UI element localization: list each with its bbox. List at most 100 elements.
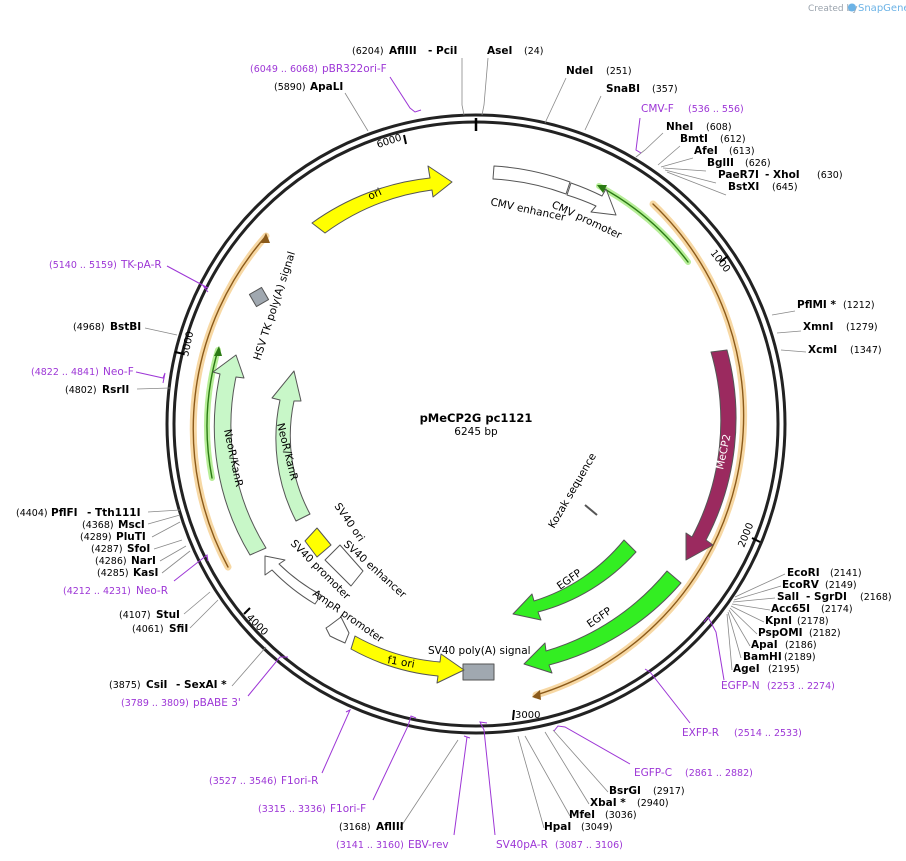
enz-name-sali: SalI bbox=[777, 591, 799, 603]
feature-egfp-1 bbox=[512, 539, 637, 621]
feature-ori bbox=[311, 165, 453, 234]
leader-xbai bbox=[544, 731, 590, 805]
map-size: 6245 bp bbox=[454, 426, 498, 438]
pr-name-ebv-rev: EBV-rev bbox=[408, 839, 449, 851]
enz-name-csii: CsiI bbox=[146, 679, 167, 691]
leader-ecori bbox=[734, 573, 786, 598]
orf-arrowheads bbox=[214, 185, 607, 700]
enz-pos-pspomi: (2182) bbox=[809, 628, 841, 639]
enz-pos-bstxi: (645) bbox=[772, 182, 798, 193]
leader-pflmi bbox=[771, 310, 796, 316]
pr-pos-f1ori-r: (3527 .. 3546) bbox=[209, 776, 277, 787]
enz-name-nari: NarI bbox=[131, 555, 156, 567]
label-f1-ori: f1 ori bbox=[386, 654, 415, 671]
tick-mark-5000 bbox=[174, 351, 185, 355]
enz-name-nhei: NheI bbox=[666, 121, 693, 133]
pr-pos-egfp-n: (2253 .. 2274) bbox=[767, 681, 835, 692]
credit-brand: SnapGene bbox=[858, 3, 906, 14]
leader-asei bbox=[481, 57, 489, 116]
enz-pos-agei: (2195) bbox=[768, 664, 800, 675]
pr-pos-exfp-r: (2514 .. 2533) bbox=[734, 728, 802, 739]
tick-mark-3000 bbox=[512, 709, 515, 721]
enz-pos-stui: (4107) bbox=[119, 610, 151, 621]
enz-name-mfei: MfeI bbox=[569, 809, 595, 821]
enz-name-agei: AgeI bbox=[733, 663, 760, 675]
leader-f1ori-r bbox=[321, 708, 352, 774]
leader-nari bbox=[159, 545, 187, 562]
enz-name-acc65i: Acc65I bbox=[771, 603, 810, 615]
orf-arc-1-line bbox=[535, 203, 745, 696]
leader-hpai bbox=[517, 735, 545, 829]
leader-ecorv bbox=[733, 585, 782, 601]
enz-pos-ndei: (251) bbox=[606, 66, 632, 77]
tick-mark-6000 bbox=[403, 134, 407, 145]
enz-name-xmni: XmnI bbox=[803, 321, 833, 333]
leader-xmni bbox=[776, 330, 802, 334]
feature-kozak bbox=[584, 504, 598, 516]
leader-pbr322ori-f bbox=[389, 76, 422, 113]
enz-name-stui: StuI bbox=[156, 609, 180, 621]
enz-pos-msci: (4368) bbox=[82, 520, 114, 531]
enz-pos-asei: (24) bbox=[524, 46, 544, 57]
leader-acc65i bbox=[731, 603, 771, 611]
leader-sv40pa-r bbox=[479, 721, 496, 836]
enz-extra-tth111i: - Tth111I bbox=[87, 507, 141, 519]
snapgene-logo-icon bbox=[848, 3, 856, 12]
leader-kasi bbox=[161, 550, 191, 574]
tick-mark-4000 bbox=[243, 607, 251, 615]
credit-prefix: Created by bbox=[808, 4, 858, 14]
enz-name-ecorv: EcoRV bbox=[782, 579, 820, 591]
credit: Created by SnapGene bbox=[808, 3, 906, 14]
leader-sfoi bbox=[153, 539, 183, 550]
leader-exfp-r bbox=[644, 668, 691, 724]
pr-pos-sv40pa-r: (3087 .. 3106) bbox=[555, 840, 623, 851]
leader-neo-f bbox=[135, 371, 166, 384]
orf-arrowhead-2 bbox=[261, 233, 270, 243]
enz-pos-sfoi: (4287) bbox=[91, 544, 123, 555]
tick-mark-2000 bbox=[751, 537, 761, 543]
enz-name-snabi: SnaBI bbox=[606, 83, 640, 95]
enz-name-ndei: NdeI bbox=[566, 65, 593, 77]
pr-pos-ebv-rev: (3141 .. 3160) bbox=[336, 840, 404, 851]
enz-pos-bsrgi: (2917) bbox=[653, 786, 685, 797]
feature-sv40-ori bbox=[304, 527, 332, 558]
pr-name-egfp-c: EGFP-C bbox=[634, 767, 672, 779]
enz-pos-kpni: (2178) bbox=[797, 616, 829, 627]
leader-bmti bbox=[657, 145, 681, 166]
leader-cmv-f bbox=[635, 117, 642, 154]
leader-afei bbox=[660, 157, 694, 168]
leader-xcmi bbox=[780, 349, 807, 353]
enz-pos-xbai: (2940) bbox=[637, 798, 669, 809]
leader-egfp-n bbox=[703, 616, 725, 681]
enz-extra-sexai: - SexAI * bbox=[176, 679, 227, 691]
enz-pos-afliii-2: (3168) bbox=[339, 822, 371, 833]
leader-pbabe-3 bbox=[247, 656, 288, 697]
enz-pos-kasi: (4285) bbox=[97, 568, 129, 579]
pr-pos-neo-r: (4212 .. 4231) bbox=[63, 586, 131, 597]
enz-name-pflfi: PflFI bbox=[51, 507, 78, 519]
pr-name-egfp-n: EGFP-N bbox=[721, 680, 760, 692]
enz-name-pspomi: PspOMI bbox=[758, 627, 803, 639]
leader-msci bbox=[147, 514, 181, 525]
leader-egfp-c bbox=[553, 725, 631, 765]
enz-pos-bstbi: (4968) bbox=[73, 322, 105, 333]
enz-name-xbai: XbaI * bbox=[590, 797, 626, 809]
feature-ampr-promoter bbox=[325, 616, 350, 644]
enz-pos-apali: (5890) bbox=[274, 82, 306, 93]
orf-arc-3-line bbox=[598, 185, 689, 263]
backbone-outer bbox=[165, 113, 787, 735]
leader-sfii bbox=[189, 599, 219, 629]
leader-sali bbox=[732, 597, 776, 603]
enz-name-hpai: HpaI bbox=[544, 821, 571, 833]
enz-pos-bamhi: (2189) bbox=[784, 652, 816, 663]
feature-hsv-tk-polya bbox=[248, 286, 270, 308]
enz-extra-xhoi: - XhoI bbox=[765, 169, 800, 181]
enz-pos-apai: (2186) bbox=[785, 640, 817, 651]
leader-agei bbox=[726, 613, 733, 671]
tick-1000: 1000 bbox=[708, 248, 732, 275]
enz-extra-pcii: - PciI bbox=[428, 45, 457, 57]
enz-pos-hpai: (3049) bbox=[581, 822, 613, 833]
leader-nhei bbox=[635, 132, 664, 158]
enz-name-bsrgi: BsrGI bbox=[609, 785, 641, 797]
